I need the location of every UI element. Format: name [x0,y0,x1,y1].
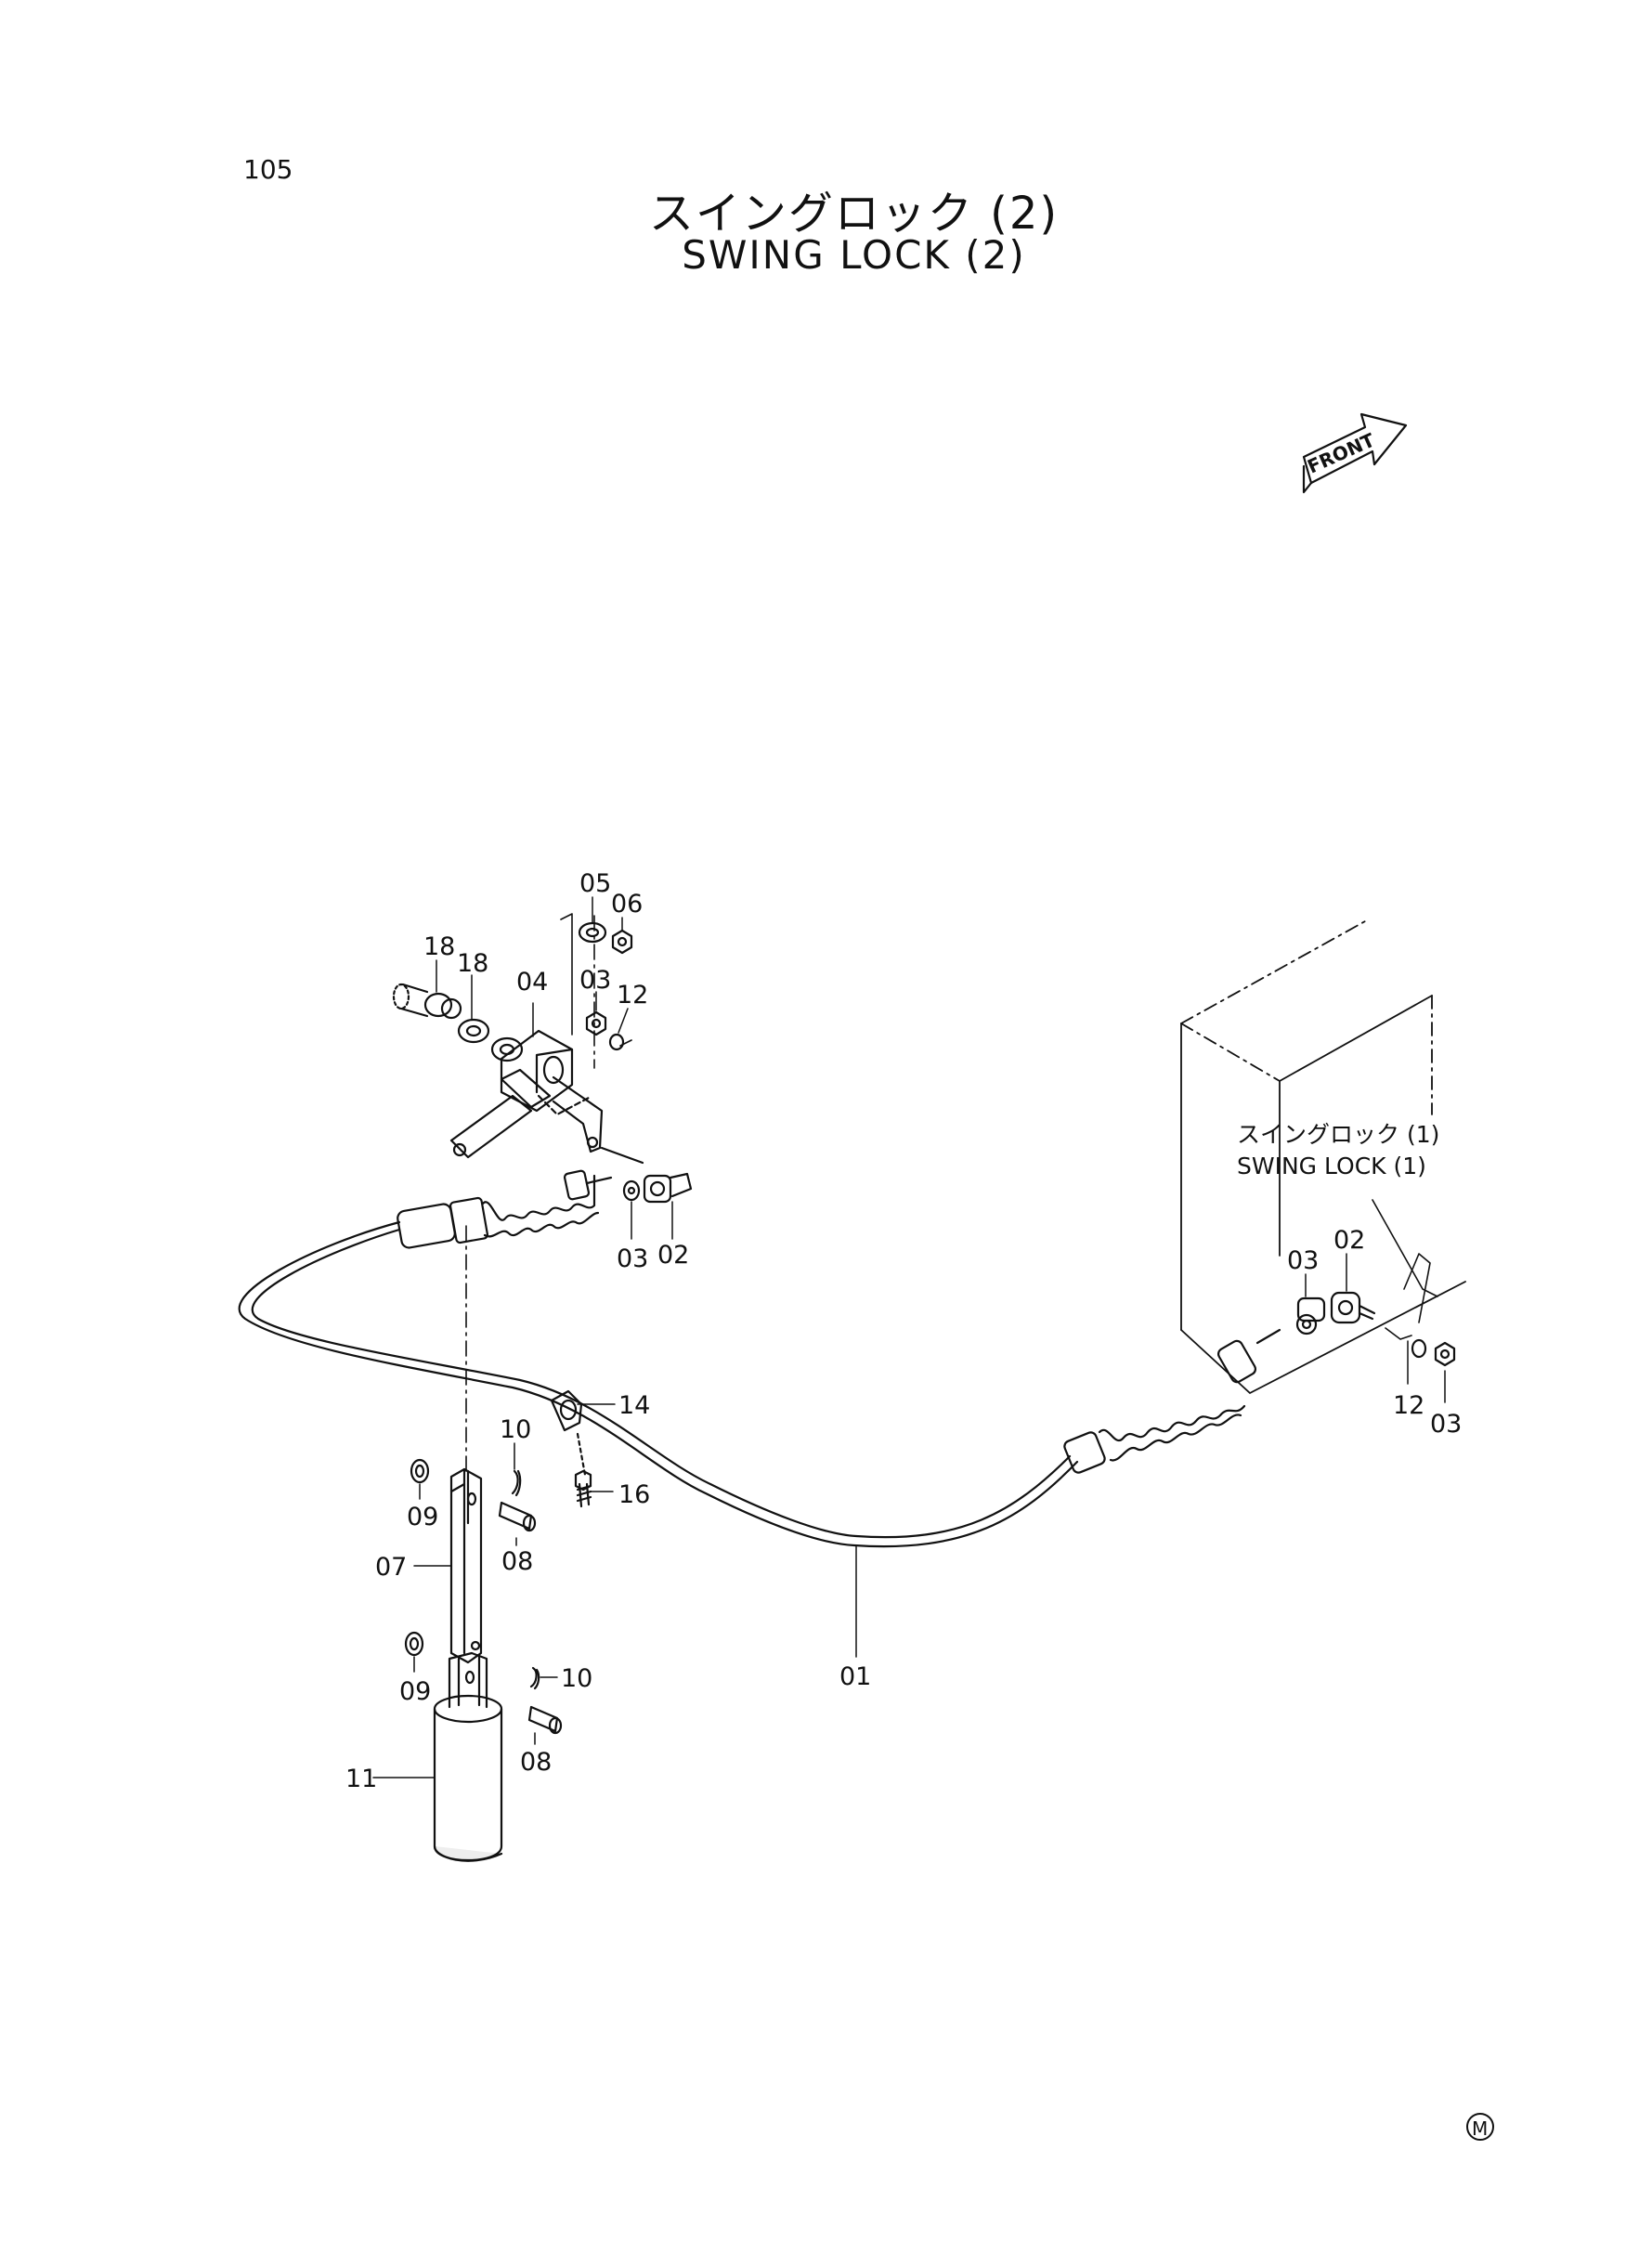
nut-03-upper [585,1010,607,1036]
part-label-03-a: 03 [579,966,611,995]
collar-18-b [457,1018,490,1044]
part-label-06: 06 [611,890,643,919]
swing-lock-switch-11 [433,1651,503,1862]
part-label-07: 07 [375,1553,407,1582]
washer-05 [578,921,607,944]
ball-joint-02-upper [643,1172,693,1204]
part-label-02-b: 02 [1333,1226,1365,1255]
part-number-labels: 05 06 18 18 04 03 12 03 02 03 02 12 03 1… [345,869,1462,1793]
part-label-10-b: 10 [561,1664,592,1693]
front-label: FRONT [1304,428,1378,477]
reference-leader [1372,1199,1438,1297]
rod-07 [449,1467,483,1664]
part-label-01: 01 [839,1662,871,1691]
cotter-10-a [511,1469,522,1497]
part-label-11: 11 [345,1765,377,1793]
part-label-14: 14 [618,1391,650,1420]
washer-12-lower [1411,1338,1427,1359]
cotter-10-b [529,1666,540,1690]
washer-09-b [404,1631,424,1657]
part-label-08-a: 08 [501,1547,533,1576]
part-label-10-a: 10 [500,1415,531,1444]
part-label-03-d: 03 [1430,1410,1462,1439]
collar-18-c [490,1036,524,1062]
washer-09-a [410,1458,430,1484]
part-label-09-b: 09 [399,1677,431,1706]
part-label-18-b: 18 [457,949,488,978]
corner-mark-letter: M [1472,2117,1488,2140]
title-english: SWING LOCK (2) [682,232,1026,278]
cable-end-upper [397,1169,613,1249]
reference-jp: スイングロック (1) [1237,1121,1439,1148]
nut-03-lower-right [1434,1341,1456,1367]
pin-08-b [527,1705,563,1735]
part-label-03-c: 03 [1287,1246,1319,1275]
part-label-16: 16 [618,1480,650,1509]
ball-joint-02-lower [1330,1291,1376,1324]
page-number: 105 [243,154,293,185]
lever-assembly [449,1029,644,1165]
washer-12-upper [608,1033,625,1051]
reference-en: SWING LOCK (1) [1237,1153,1426,1179]
part-label-02-a: 02 [657,1241,689,1270]
cable-end-lower [1063,1296,1326,1474]
reference-callout: スイングロック (1) SWING LOCK (1) [1237,1121,1439,1179]
part-label-09-a: 09 [407,1503,438,1531]
part-label-08-b: 08 [520,1748,552,1777]
machine-body [1180,920,1466,1394]
control-cable [238,1220,1079,1548]
pin-08-a [498,1501,537,1532]
part-label-12-b: 12 [1393,1391,1424,1420]
part-label-18-a: 18 [423,932,455,961]
part-label-04: 04 [516,968,548,997]
collar-18-a [392,983,462,1020]
machine-bracket [1385,1253,1431,1340]
part-label-03-b: 03 [617,1244,648,1273]
front-arrow-icon: FRONT [1302,412,1408,494]
leader-lines [372,896,1446,1778]
title-japanese: スイングロック (2) [648,188,1060,240]
corner-mark: M [1466,2113,1494,2141]
clamp-14 [550,1389,583,1432]
part-label-05: 05 [579,869,611,898]
bolt-16 [574,1432,592,1508]
part-label-12-a: 12 [617,981,648,1010]
nut-06 [611,929,633,955]
nut-03-cable-upper [622,1179,641,1202]
